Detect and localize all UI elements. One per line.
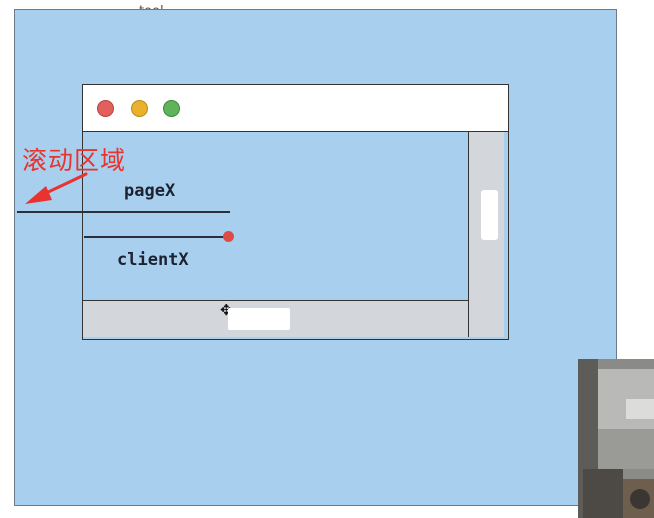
browser-window: ✥ <box>82 84 509 340</box>
horizontal-scroll-thumb[interactable] <box>228 308 290 330</box>
clientx-label: clientX <box>117 250 189 270</box>
horizontal-scrollbar[interactable]: ✥ <box>83 300 468 337</box>
pagex-line <box>17 211 230 213</box>
webcam-overlay <box>578 359 654 518</box>
minimize-dot-icon[interactable] <box>131 100 148 117</box>
close-dot-icon[interactable] <box>97 100 114 117</box>
title-bar <box>83 85 508 132</box>
maximize-dot-icon[interactable] <box>163 100 180 117</box>
pagex-label: pageX <box>124 181 176 201</box>
clientx-line <box>84 236 229 238</box>
scroll-area-label: 滚动区域 <box>22 146 127 175</box>
vertical-scrollbar[interactable] <box>468 132 504 337</box>
vertical-scroll-thumb[interactable] <box>481 190 498 240</box>
mouse-point-marker <box>223 231 234 242</box>
